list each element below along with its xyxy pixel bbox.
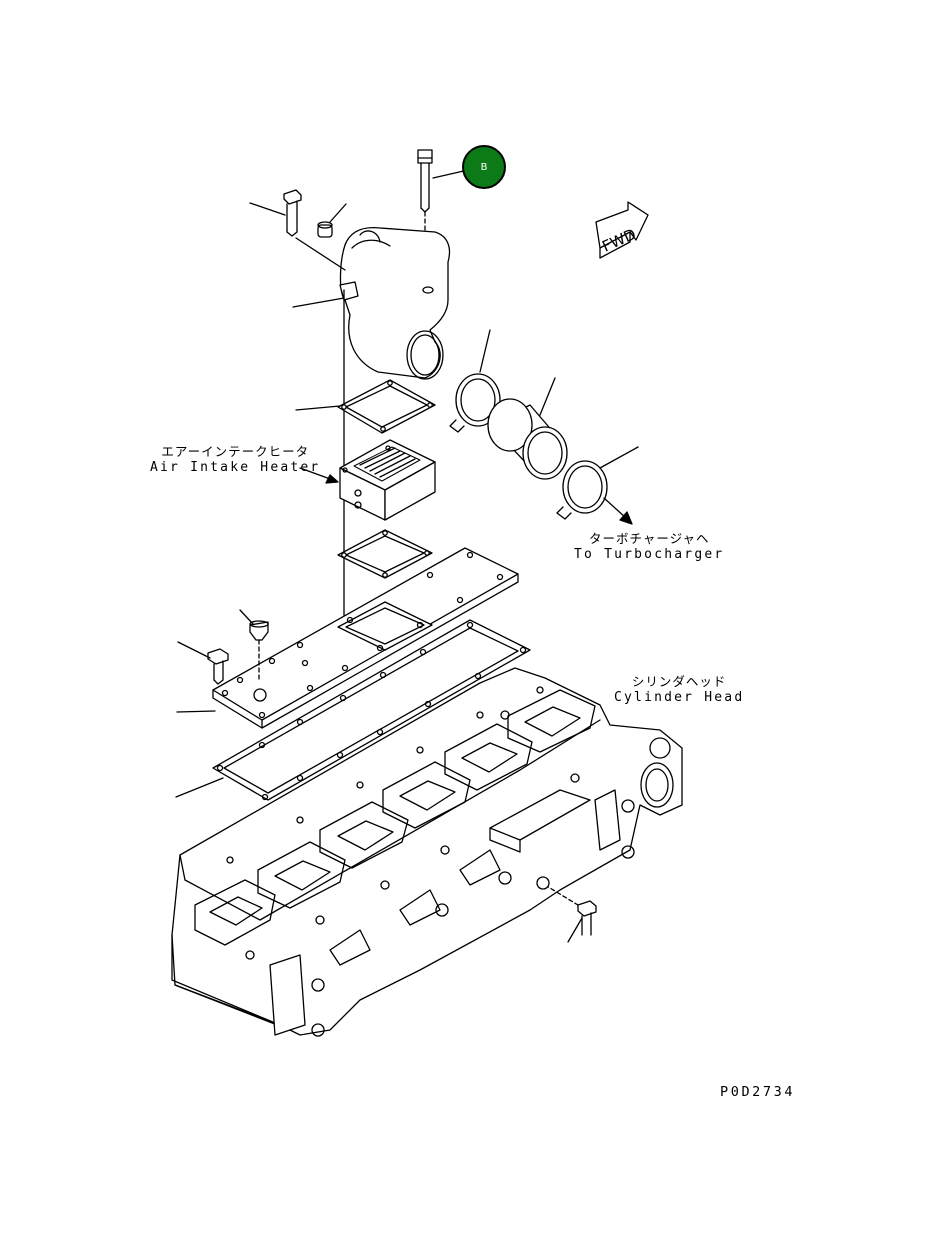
cylinder-head-label: シリンダヘッド Cylinder Head [614,674,744,706]
drawing-code: P0D2734 [720,1084,796,1100]
hose-clamp-upper [450,374,500,432]
callout-circle-icon: B [462,145,506,189]
leader-bolt-cover [178,642,210,658]
leader-gasket-upper [296,406,340,410]
gasket-middle [338,530,432,578]
combustion-chambers [195,690,595,945]
leader-large-gasket [176,778,223,797]
cylinder-head-label-jp: シリンダヘッド [631,674,727,689]
leader-bolt-upper-left [250,203,285,215]
air-intake-heater [340,440,435,520]
leader-clamp-lower [600,447,638,468]
plug [250,621,268,680]
air-intake-heater-label: エアーインテークヒータ Air Intake Heater [150,444,320,476]
leader-heater [300,468,333,480]
bolt-upper-left [284,190,301,236]
leader-clamp-upper [480,330,490,372]
intake-elbow [340,228,449,379]
hose-clamp-lower [557,461,607,519]
cylinder-head [172,668,682,1036]
callout-label: B [480,161,488,173]
bolt-lower-right [578,901,596,935]
turbo-arrow-line [604,498,626,518]
fwd-arrow-icon: FWD [596,202,648,258]
cover-plate [213,548,518,728]
turbocharger-label-en: To Turbocharger [574,547,725,562]
bolt-cover [208,649,228,684]
leader-bolt-lower-right [568,918,582,942]
gasket-upper [338,380,435,433]
long-bolt [418,150,432,232]
cylinder-head-label-en: Cylinder Head [614,690,745,705]
leader-elbow [293,298,344,307]
turbocharger-label: ターボチャージャヘ To Turbocharger [574,531,724,563]
air-intake-heater-label-jp: エアーインテークヒータ [161,444,310,459]
air-intake-heater-label-en: Air Intake Heater [150,460,321,475]
leader-hose [540,378,555,415]
connection-hose [488,399,567,479]
leader-cover-plate [177,711,215,712]
leader-small-nut [330,204,346,222]
turbocharger-label-jp: ターボチャージャヘ [588,531,710,546]
small-nut [318,222,332,237]
large-gasket [213,620,530,800]
leader-plug [240,610,253,624]
